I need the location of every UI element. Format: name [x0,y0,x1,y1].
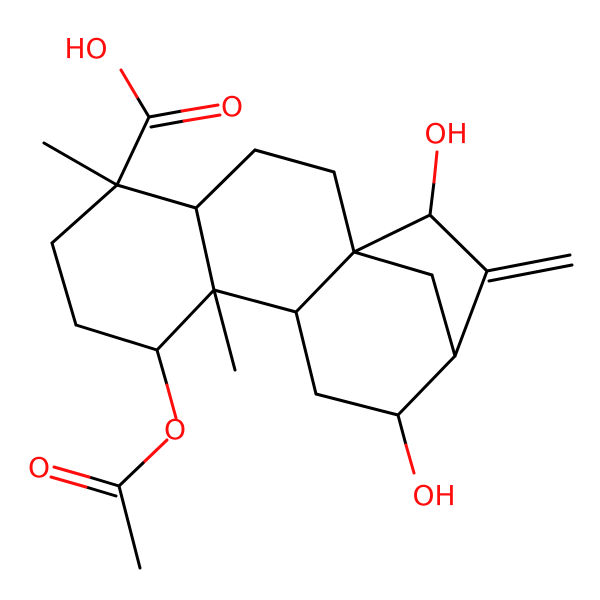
bond-c2-c1 [74,323,159,352]
bond-c15-oh [428,180,436,217]
ring-c-bridge [294,213,489,417]
bond-c-o-double-a [147,109,184,119]
bond-c5-c6 [194,148,257,210]
bond-c1-o [155,348,169,387]
bond-cacyl-o-double-a-red [52,465,91,479]
hydroxyl-bonds [396,150,439,475]
bond-c9-c11 [294,310,318,396]
bond-c12-oh [396,413,408,447]
hydroxyl-bottom-label: OH [412,479,455,512]
bond-cacyl-o-double-b [84,485,118,498]
methylene-group [485,253,574,283]
carboxyl-group [115,68,222,187]
bond-c-oh-red [119,68,139,99]
bond-c-o-double-a-red [180,103,220,113]
bond-c-o-double-b-red [182,113,222,123]
bond-c11-c12 [314,392,400,417]
bond-c6-c7 [253,148,336,174]
bond-c8-c9 [294,250,356,314]
bond-cacyl-methyl [117,484,142,570]
ring-b [194,148,356,372]
ester-o-label: O [164,413,186,446]
bond-c9-c10 [212,288,298,314]
bond-c1-c10 [155,288,216,352]
bond-c14-c8 [352,250,434,277]
bond-o-cacyl-red [141,438,169,465]
bond-c4-c3 [50,183,119,245]
bond-c10-methyl [212,288,237,372]
bond-c-oh [135,95,151,119]
bond-c16-c13 [453,269,489,358]
bond-c7-c8 [332,170,356,254]
bond-c16-ch2-b [487,263,574,283]
ring-a [42,141,216,352]
bond-c-o-double-b [149,119,186,129]
carboxyl-o-label: O [221,90,243,123]
bond-c16-ch2-a [485,253,572,273]
bond-c15-oh-red [432,150,439,184]
bond-cacyl-o-double-a [87,475,121,488]
bond-c12-c13 [396,354,457,417]
bond-c4-methyl [42,141,119,187]
bond-c5-c4 [115,183,198,210]
bond-c15-c16 [428,213,489,273]
bond-c10-c5 [194,206,216,292]
bond-c4-ccooh [115,115,151,187]
bond-o-cacyl [117,461,145,488]
bond-c13-c14 [430,273,457,358]
bond-c12-oh-red [404,443,416,475]
bond-c1-o-red [165,383,178,420]
hydroxyl-top-label: OH [424,117,467,150]
bond-c8-c15 [352,213,432,254]
acetyl-o-label: O [28,451,50,484]
carboxyl-oh-label: HO [64,32,107,65]
bond-cacyl-o-double-b-red [49,475,88,489]
bond-c3-c2 [50,241,78,327]
acetate-group [49,348,178,570]
